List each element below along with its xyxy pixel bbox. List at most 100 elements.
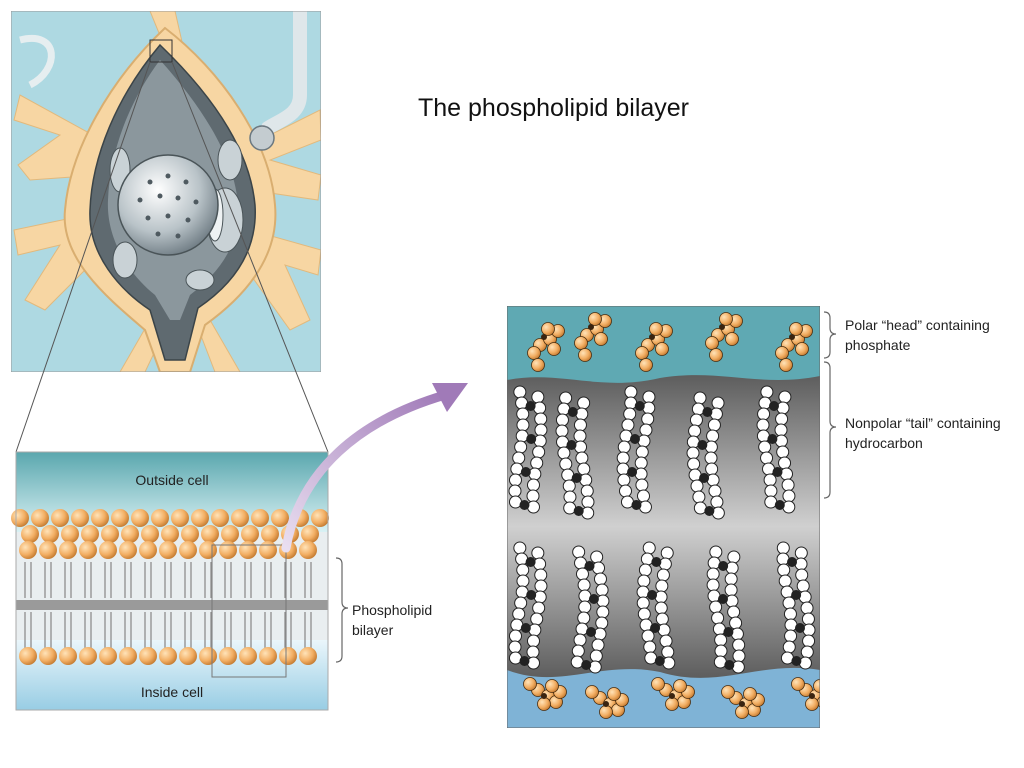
carbon-atom xyxy=(559,391,573,405)
carbon-atom xyxy=(662,656,676,670)
carbon-atom xyxy=(513,385,527,399)
carbon-atom xyxy=(697,440,708,450)
inside-cell-label: Inside cell xyxy=(140,684,204,700)
zoom-line-right xyxy=(171,61,329,453)
lipid-head xyxy=(279,647,297,665)
carbon-atom xyxy=(563,490,577,504)
head-atom xyxy=(791,677,805,691)
lipid-head xyxy=(91,509,109,527)
lipid-tail xyxy=(64,562,72,598)
carbon-atom xyxy=(709,407,723,421)
carbon-atom xyxy=(532,445,546,459)
lipid-tail xyxy=(184,612,192,650)
carbon-atom xyxy=(516,407,530,421)
head-atom xyxy=(635,346,649,360)
carbon-atom xyxy=(780,467,794,481)
lipid-head xyxy=(179,647,197,665)
carbon-atom xyxy=(531,546,545,560)
molecular-panel xyxy=(507,306,820,728)
carbon-atom xyxy=(795,568,809,582)
carbon-atom xyxy=(774,423,788,437)
carbon-atom xyxy=(764,484,778,498)
lipid-head xyxy=(119,647,137,665)
carbon-atom xyxy=(642,390,656,404)
carbon-atom xyxy=(637,574,651,588)
head-atom xyxy=(574,336,588,350)
carbon-atom xyxy=(717,594,728,604)
carbon-atom xyxy=(519,500,530,510)
lipid-head xyxy=(219,647,237,665)
carbon-atom xyxy=(557,446,571,460)
carbon-atom xyxy=(629,434,640,444)
carbon-atom xyxy=(530,456,544,470)
lipid-tail xyxy=(24,612,32,650)
carbon-atom xyxy=(573,429,587,443)
carbon-atom xyxy=(711,506,725,520)
head-atom xyxy=(795,342,809,356)
lipid-head xyxy=(259,647,277,665)
carbon-atom xyxy=(778,390,792,404)
head-atom xyxy=(817,696,820,708)
carbon-atom xyxy=(577,462,591,476)
bilayer-bracket xyxy=(335,557,349,663)
carbon-atom xyxy=(710,495,724,509)
carbon-atom xyxy=(618,484,632,498)
head-atom xyxy=(779,358,793,372)
lipid-head xyxy=(41,525,59,543)
carbon-atom xyxy=(732,649,746,663)
carbon-atom xyxy=(533,401,547,415)
lipid-tail xyxy=(144,562,152,598)
lipid-tail xyxy=(284,612,292,650)
carbon-atom xyxy=(595,583,609,597)
carbon-atom xyxy=(567,407,578,417)
carbon-atom xyxy=(575,451,589,465)
carbon-atom xyxy=(508,640,522,654)
lipid-head xyxy=(161,525,179,543)
carbon-atom xyxy=(588,660,602,674)
zoom-arrow xyxy=(281,383,468,553)
lipid-tail xyxy=(24,562,32,598)
head-atom xyxy=(527,346,541,360)
lipid-tail xyxy=(84,562,92,598)
carbon-atom xyxy=(508,629,522,643)
carbon-atom xyxy=(581,506,595,520)
lipid-tail xyxy=(224,562,232,598)
head-atom xyxy=(805,697,819,711)
phosphate-atom xyxy=(588,324,594,330)
carbon-atom xyxy=(528,623,542,637)
neighbor-process xyxy=(19,34,55,89)
carbon-atom xyxy=(757,407,771,421)
carbon-atom xyxy=(660,546,674,560)
carbon-atom xyxy=(635,478,649,492)
carbon-atom xyxy=(776,401,790,415)
lipid-tail xyxy=(204,562,212,598)
carbon-atom xyxy=(641,412,655,426)
lipid-head xyxy=(301,525,319,543)
lipid-tail xyxy=(104,612,112,650)
carbon-atom xyxy=(729,616,743,630)
head-atom xyxy=(531,358,545,372)
carbon-atom xyxy=(650,623,661,633)
head-atom xyxy=(649,322,663,336)
phosphate-atom xyxy=(739,701,745,707)
carbon-atom xyxy=(704,440,718,454)
lipid-head xyxy=(51,509,69,527)
lipid-head xyxy=(231,509,249,527)
carbon-atom xyxy=(794,623,805,633)
lipid-head xyxy=(139,647,157,665)
lipid-head xyxy=(271,509,289,527)
carbon-atom xyxy=(655,612,669,626)
zoom-region-box xyxy=(149,39,173,63)
carbon-atom xyxy=(623,407,637,421)
carbon-atom xyxy=(559,457,573,471)
lipid-tail xyxy=(244,562,252,598)
carbon-atom xyxy=(731,660,745,674)
carbon-atom xyxy=(586,627,597,637)
carbon-atom xyxy=(533,434,547,448)
carbon-atom xyxy=(616,451,630,465)
carbon-atom xyxy=(724,583,738,597)
carbon-atom xyxy=(654,601,668,615)
carbon-atom xyxy=(727,550,741,564)
carbon-atom xyxy=(723,627,734,637)
carbon-atom xyxy=(508,484,522,498)
